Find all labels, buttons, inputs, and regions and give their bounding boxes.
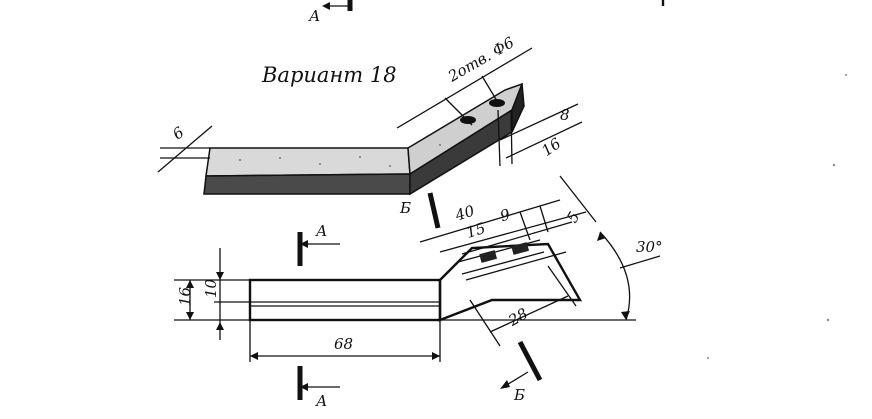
dim-label-30-deg: 30° (636, 238, 663, 256)
hole-1 (460, 116, 476, 124)
section-label-b-upper: Б (399, 199, 411, 217)
section-b-upper-marker: Б (399, 192, 441, 229)
section-label-a-mid: А (315, 222, 327, 240)
dim-label-40: 40 (452, 201, 477, 224)
dim-label-15: 15 (464, 219, 488, 242)
dim-heights: 16 10 (174, 248, 250, 340)
hole-2 (489, 99, 505, 107)
dim-label-8: 8 (560, 106, 570, 124)
section-b-lower-marker: Б (500, 340, 543, 404)
dim-angle-30: 30° (440, 231, 663, 321)
dim-base-28: 28 (469, 265, 577, 347)
section-hole-1 (479, 250, 498, 263)
scan-specks (707, 74, 847, 359)
dim-label-28: 28 (504, 305, 530, 331)
dim-label-10: 10 (202, 278, 220, 298)
section-label-a-bottom: А (315, 392, 327, 410)
inclined-plate-end (511, 83, 525, 133)
flat-part-outline (248, 278, 442, 322)
dim-label-16: 16 (538, 134, 564, 160)
dim-label-68: 68 (334, 335, 353, 353)
dim-hole-offsets: 8 16 (497, 103, 583, 167)
isometric-view (203, 82, 525, 196)
section-a-bottom-marker: А (297, 366, 340, 410)
section-label-a-top: А (308, 7, 320, 25)
dim-label-16-height: 16 (176, 286, 194, 306)
flat-plate-front (203, 173, 411, 195)
section-a-mid-marker: А (297, 222, 340, 266)
dim-thickness-6: 6 (157, 123, 213, 173)
dim-length-68: 68 (249, 320, 441, 362)
section-hole-2 (511, 242, 530, 255)
section-a-top-marker: А (308, 0, 353, 25)
flat-plate-top (205, 147, 411, 177)
variant-title: Вариант 18 (261, 63, 397, 87)
dim-label-6: 6 (169, 123, 188, 143)
section-label-b-lower: Б (513, 386, 525, 404)
dim-inclined: 40 15 9 5 (419, 175, 597, 255)
